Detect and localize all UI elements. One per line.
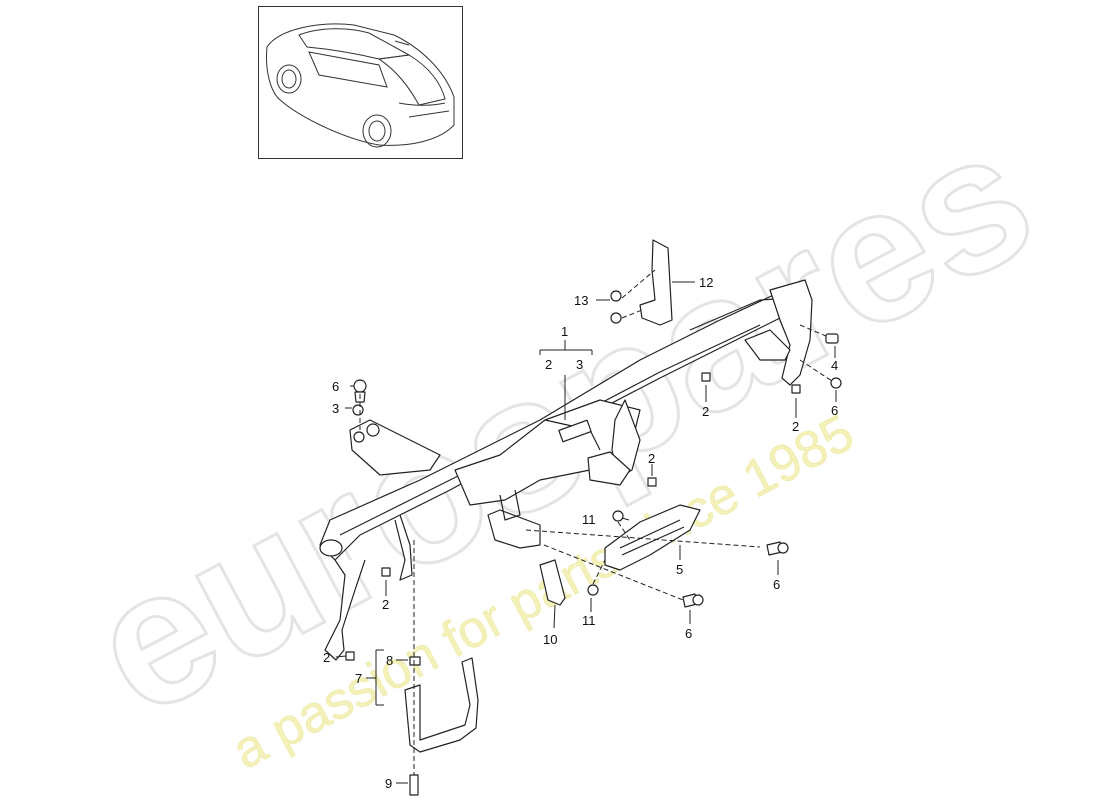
callout-2: 2 (545, 357, 553, 372)
center-lower-bracket (487, 509, 541, 549)
callout-6: 6 (831, 403, 839, 418)
left-mount-plate (349, 419, 441, 476)
callout-6: 6 (773, 577, 781, 592)
callout-6: 6 (685, 626, 693, 641)
bolt-11a (612, 510, 624, 522)
connector-part (539, 559, 566, 606)
callout-10: 10 (543, 632, 558, 647)
callout-3: 3 (576, 357, 584, 372)
bolt-6-right (830, 377, 842, 389)
callout-8: 8 (386, 653, 394, 668)
clip-4 (825, 333, 839, 344)
upper-bracket (639, 239, 673, 326)
callout-5: 5 (676, 562, 684, 577)
callout-12: 12 (699, 275, 714, 290)
callout-2: 2 (323, 650, 331, 665)
callout-11: 11 (582, 613, 596, 628)
bolt-6-left (353, 379, 367, 393)
callout-7: 7 (355, 671, 363, 686)
callout-6: 6 (332, 379, 340, 394)
callout-3: 3 (332, 401, 340, 416)
callout-13: 13 (574, 293, 589, 308)
clip-2e (345, 651, 355, 661)
callout-2: 2 (702, 404, 710, 419)
clip-2a (701, 372, 711, 382)
nut-13a (610, 290, 622, 302)
nut-3-left (352, 404, 364, 416)
bolt-9 (409, 774, 419, 796)
callout-1: 1 (561, 324, 569, 339)
callout-2: 2 (792, 419, 800, 434)
callout-11: 11 (582, 512, 596, 527)
right-end-bracket (769, 279, 813, 386)
car-overview-thumbnail (258, 6, 463, 159)
callout-2: 2 (382, 597, 390, 612)
clip-2b (791, 384, 801, 394)
clip-2d (381, 567, 391, 577)
callout-4: 4 (831, 358, 839, 373)
bolt-11b (587, 584, 599, 596)
callout-9: 9 (385, 776, 393, 791)
beam-left-end (319, 539, 343, 557)
nut-8 (409, 656, 421, 666)
support-strut (404, 657, 479, 753)
callout-2: 2 (648, 451, 656, 466)
car-overview-icon (266, 23, 455, 148)
left-bracket (324, 559, 366, 661)
clip-2c (647, 477, 657, 487)
nut-13b (610, 312, 622, 324)
